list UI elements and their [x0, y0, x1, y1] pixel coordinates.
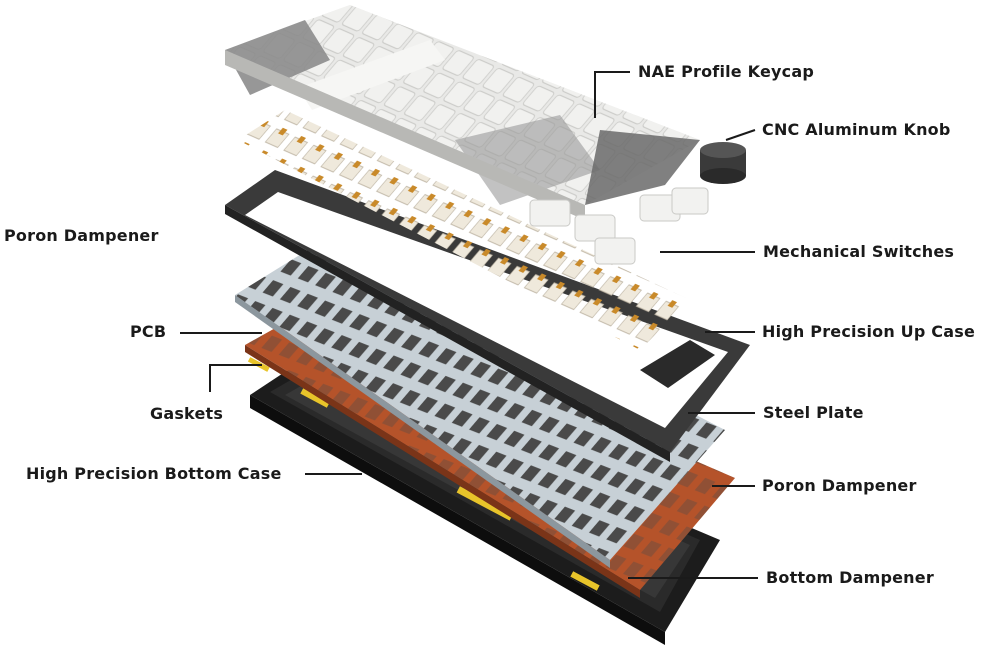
up-case-frame [225, 170, 750, 462]
mechanical-switches [238, 110, 690, 350]
leader-nae-keycap [594, 71, 630, 118]
label-poron-left: Poron Dampener [4, 226, 159, 245]
label-gaskets: Gaskets [150, 404, 224, 423]
steel-plate-layer [235, 230, 725, 568]
keycaps [225, 5, 709, 265]
gasket [300, 388, 330, 408]
label-up-case: High Precision Up Case [762, 322, 976, 341]
label-bottom-case: High Precision Bottom Case [26, 464, 282, 483]
leader-lines [180, 71, 758, 579]
label-steel-plate: Steel Plate [763, 403, 864, 422]
label-bottom-dampener: Bottom Dampener [766, 568, 934, 587]
gasket [570, 571, 600, 591]
keycap [671, 187, 709, 215]
gaskets [247, 357, 600, 591]
label-pcb: PCB [130, 322, 167, 341]
label-poron-right: Poron Dampener [762, 476, 917, 495]
keycap [574, 214, 616, 242]
label-switches: Mechanical Switches [763, 242, 955, 261]
leader-knob [725, 129, 756, 141]
keycap [594, 237, 636, 265]
keycap [529, 199, 571, 227]
cnc-knob [700, 142, 746, 184]
label-nae-keycap: NAE Profile Keycap [638, 62, 814, 81]
leader-gaskets [209, 364, 262, 392]
gasket [456, 486, 513, 521]
label-knob: CNC Aluminum Knob [762, 120, 951, 139]
